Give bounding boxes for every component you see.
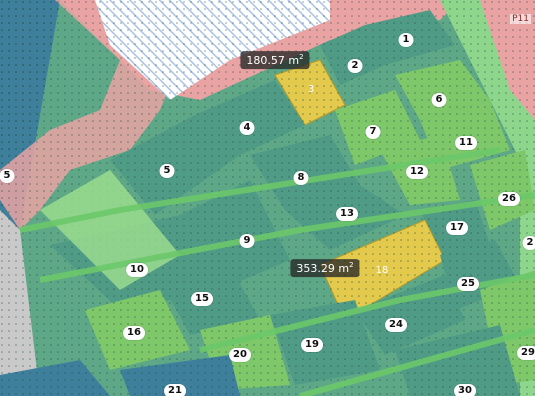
- parcel-label[interactable]: 19: [301, 338, 323, 352]
- parcel-label[interactable]: 2: [347, 59, 363, 73]
- parcel-label[interactable]: 4: [239, 121, 255, 135]
- parcel-label[interactable]: 13: [336, 207, 358, 221]
- parcel-label[interactable]: 30: [454, 384, 476, 396]
- parcel-label-selected[interactable]: 18: [375, 265, 389, 276]
- parcel-label[interactable]: 5: [159, 164, 175, 178]
- parcel-label[interactable]: 16: [123, 326, 145, 340]
- parcel-label[interactable]: 6: [431, 93, 447, 107]
- parcel-label[interactable]: 11: [455, 136, 477, 150]
- parcel-label[interactable]: 25: [457, 277, 479, 291]
- area-measurement: 180.57 m2: [240, 51, 310, 69]
- parcel-label[interactable]: 7: [365, 125, 381, 139]
- parcel-label[interactable]: 21: [164, 384, 186, 396]
- parcel-label[interactable]: 1: [398, 33, 414, 47]
- parcel-label[interactable]: 24: [385, 318, 407, 332]
- parcel-label[interactable]: 17: [446, 221, 468, 235]
- street-lines: [19, 147, 535, 396]
- parcel-label[interactable]: 15: [191, 292, 213, 306]
- parcel-label[interactable]: 29: [517, 346, 535, 360]
- parcel-label[interactable]: 12: [406, 165, 428, 179]
- parcel-code: P11: [510, 14, 531, 24]
- parcel-label-selected[interactable]: 3: [307, 84, 315, 95]
- parcel-label[interactable]: 20: [229, 348, 251, 362]
- parcel-label[interactable]: 10: [126, 263, 148, 277]
- parcel-label[interactable]: 8: [293, 171, 309, 185]
- parcel-label-edge[interactable]: 5: [0, 169, 15, 183]
- area-measurement: 353.29 m2: [290, 259, 360, 277]
- parcel-label[interactable]: 9: [239, 234, 255, 248]
- parcel-label[interactable]: 26: [498, 192, 520, 206]
- parcel-label-edge[interactable]: 2: [522, 236, 535, 250]
